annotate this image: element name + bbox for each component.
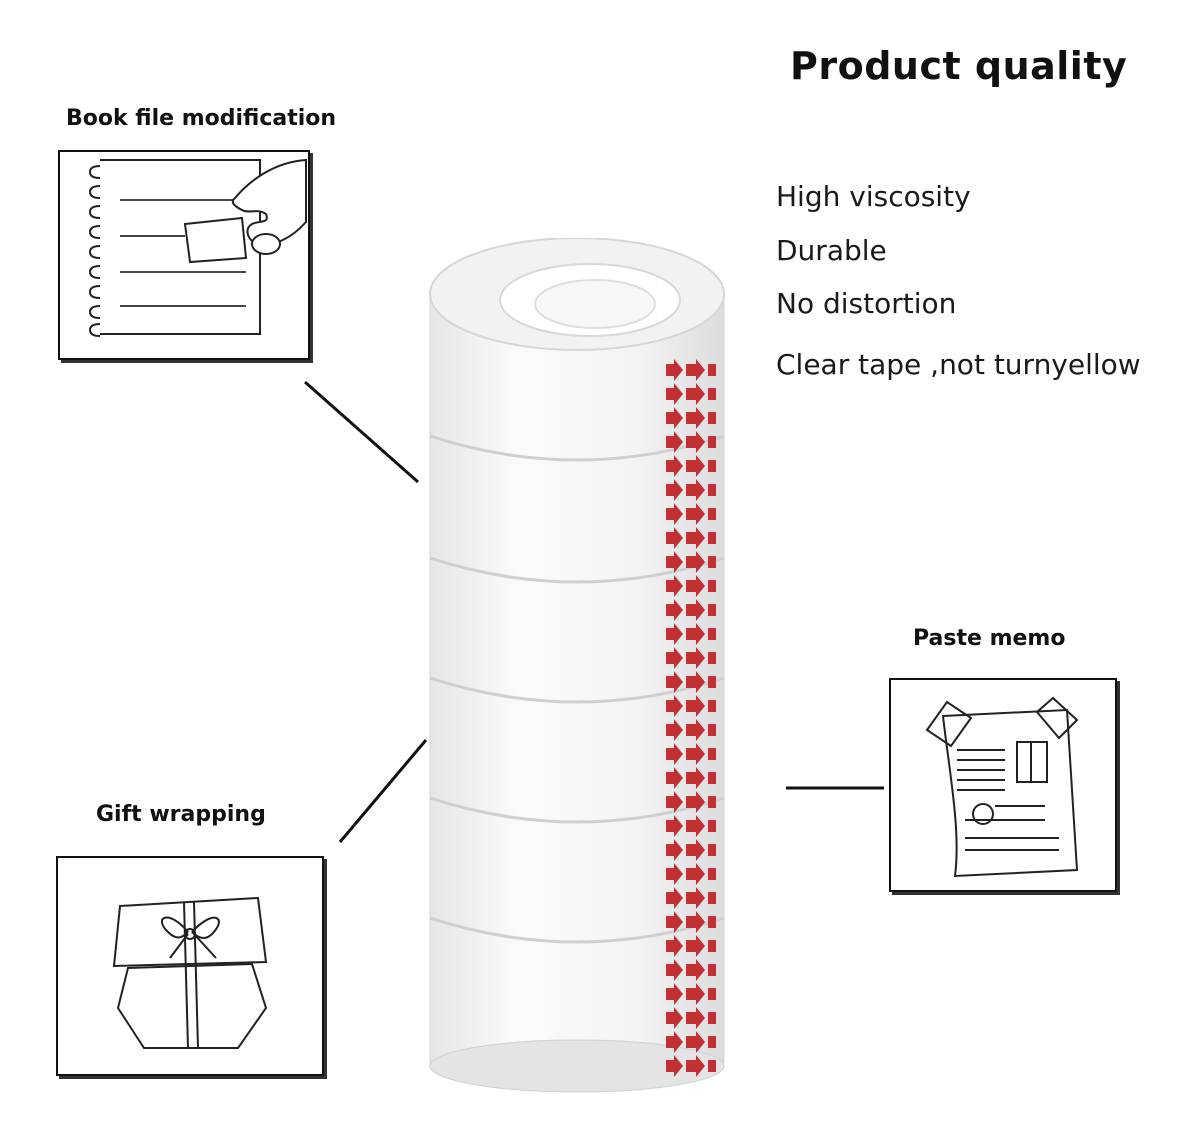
connector-gift: [338, 739, 428, 843]
tape-corner-right-icon: [1035, 696, 1079, 740]
connector-book: [304, 380, 419, 484]
label-paste-memo: Paste memo: [913, 626, 1066, 651]
spiral-binding-icon: [88, 165, 101, 337]
hand-icon: [231, 158, 307, 246]
tape-roll-stack-image: [429, 238, 725, 1093]
memo-panel: [889, 678, 1117, 892]
memo-note-illustration: [925, 696, 1079, 878]
feature-clear-tape: Clear tape ,not turnyellow: [776, 348, 1141, 381]
gift-panel: [56, 856, 324, 1076]
gift-box-icon: [112, 896, 268, 1049]
feature-no-distortion: No distortion: [776, 287, 957, 320]
label-gift-wrapping: Gift wrapping: [96, 802, 266, 827]
page-title: Product quality: [790, 44, 1128, 88]
label-book-file-modification: Book file modification: [66, 106, 337, 131]
feature-high-viscosity: High viscosity: [776, 180, 971, 213]
book-page-illustration: [88, 158, 307, 337]
book-panel: [58, 150, 310, 360]
tape-corner-left-icon: [925, 700, 973, 748]
feature-durable: Durable: [776, 234, 887, 267]
